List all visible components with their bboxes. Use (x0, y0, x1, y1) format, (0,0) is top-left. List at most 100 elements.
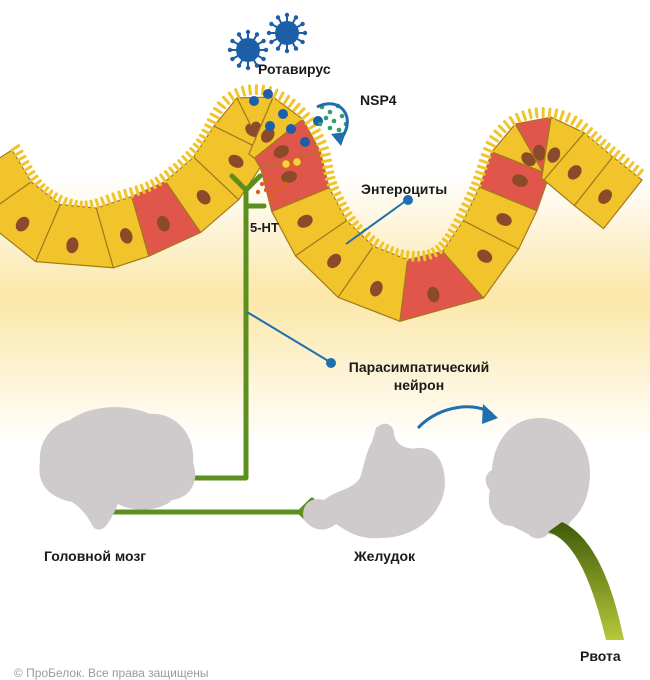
rotavirus-particle-icon (267, 13, 307, 53)
microvillus (208, 120, 215, 124)
microvillus (279, 93, 283, 100)
microvillus (510, 118, 514, 125)
microvillus (477, 172, 485, 175)
microvillus (480, 160, 488, 163)
microvillus (250, 86, 251, 94)
microvillus (91, 201, 93, 209)
microvillus (609, 148, 614, 154)
parasympathetic-label-line2: нейрон (394, 377, 444, 393)
intracellular-virus (249, 96, 259, 106)
microvillus (536, 109, 537, 117)
nsp4-label: NSP4 (360, 92, 397, 108)
microvillus (125, 190, 127, 198)
parasympathetic-label-line1: Парасимпатический (349, 359, 489, 375)
copyright-notice: © ПроБелок. Все права защищены (14, 666, 209, 680)
microvillus (407, 252, 408, 260)
microvillus (591, 133, 596, 139)
microvillus (600, 140, 605, 146)
microvillus (236, 90, 239, 97)
microvillus (572, 117, 576, 124)
vomiting-label: Рвота (580, 648, 621, 664)
microvillus (75, 201, 77, 209)
microvillus (318, 141, 325, 144)
microvillus (628, 163, 633, 169)
microvillus (523, 112, 526, 120)
microvillus (218, 103, 224, 108)
microvillus (170, 168, 175, 174)
microvillus (81, 202, 82, 210)
microvillus (326, 177, 334, 179)
intracellular-virus (278, 109, 288, 119)
microvillus (294, 104, 299, 110)
microvillus (298, 109, 304, 115)
microvillus (633, 166, 638, 172)
microvillus (595, 137, 600, 143)
microvillus (478, 166, 486, 168)
microvillus (289, 100, 294, 106)
microvillus (18, 156, 25, 160)
microvillus (187, 153, 193, 159)
rotavirus-label: Ротавирус (258, 61, 331, 77)
microvillus (491, 137, 498, 141)
microvillus (561, 112, 563, 120)
microvillus (604, 144, 609, 150)
microvillus (485, 149, 492, 152)
microvillus (619, 155, 624, 161)
microvillus (203, 130, 210, 134)
microvillus (555, 110, 557, 118)
nsp4-particles (318, 104, 349, 133)
stomach-label: Желудок (354, 548, 415, 564)
intracellular-virus (263, 89, 273, 99)
microvillus (324, 166, 332, 168)
microvillus (12, 146, 19, 150)
enterocytes-label: Энтероциты (361, 181, 447, 197)
microvillus (549, 109, 550, 117)
microvillus (224, 97, 229, 103)
microvillus (197, 140, 204, 144)
microvillus (242, 87, 244, 95)
microvillus (174, 164, 179, 170)
microvillus (21, 162, 28, 166)
microvillus (302, 114, 308, 119)
parasympathetic-neuron-label: Парасимпатический нейрон (340, 358, 498, 394)
microvillus (529, 110, 531, 118)
microvillus (214, 108, 221, 112)
microvillus (191, 148, 197, 153)
microvillus (312, 130, 319, 134)
serotonin-label: 5-HT (250, 220, 279, 235)
microvillus (15, 151, 22, 155)
microvillus (321, 154, 329, 156)
microvillus (24, 167, 31, 171)
microvillus (206, 125, 213, 129)
nsp4-arrowhead-icon (331, 132, 346, 146)
intracellular-virus (286, 124, 296, 134)
microvillus (614, 151, 619, 157)
microvillus (482, 155, 490, 158)
microvillus (401, 251, 403, 259)
microvillus (323, 160, 331, 162)
microvillus (495, 131, 501, 136)
microvillus (229, 93, 233, 100)
microvillus (86, 202, 87, 210)
microvillus (200, 135, 207, 139)
microvillus (320, 148, 328, 150)
microvillus (325, 172, 333, 174)
microvillus (315, 135, 322, 139)
microvillus (179, 161, 184, 167)
microvillus (211, 114, 218, 118)
microvillus (306, 119, 312, 124)
intracellular-virus (265, 121, 275, 131)
microvillus (517, 114, 520, 121)
microvillus (424, 252, 425, 260)
brain-label: Головной мозг (44, 548, 146, 564)
intracellular-virus (300, 137, 310, 147)
microvillus (505, 122, 510, 128)
microvillus (566, 114, 569, 121)
microvillus (623, 159, 628, 165)
microvillus (499, 126, 505, 132)
microvillus (194, 144, 200, 149)
vomit-stream (548, 522, 624, 640)
microvillus (487, 142, 494, 146)
